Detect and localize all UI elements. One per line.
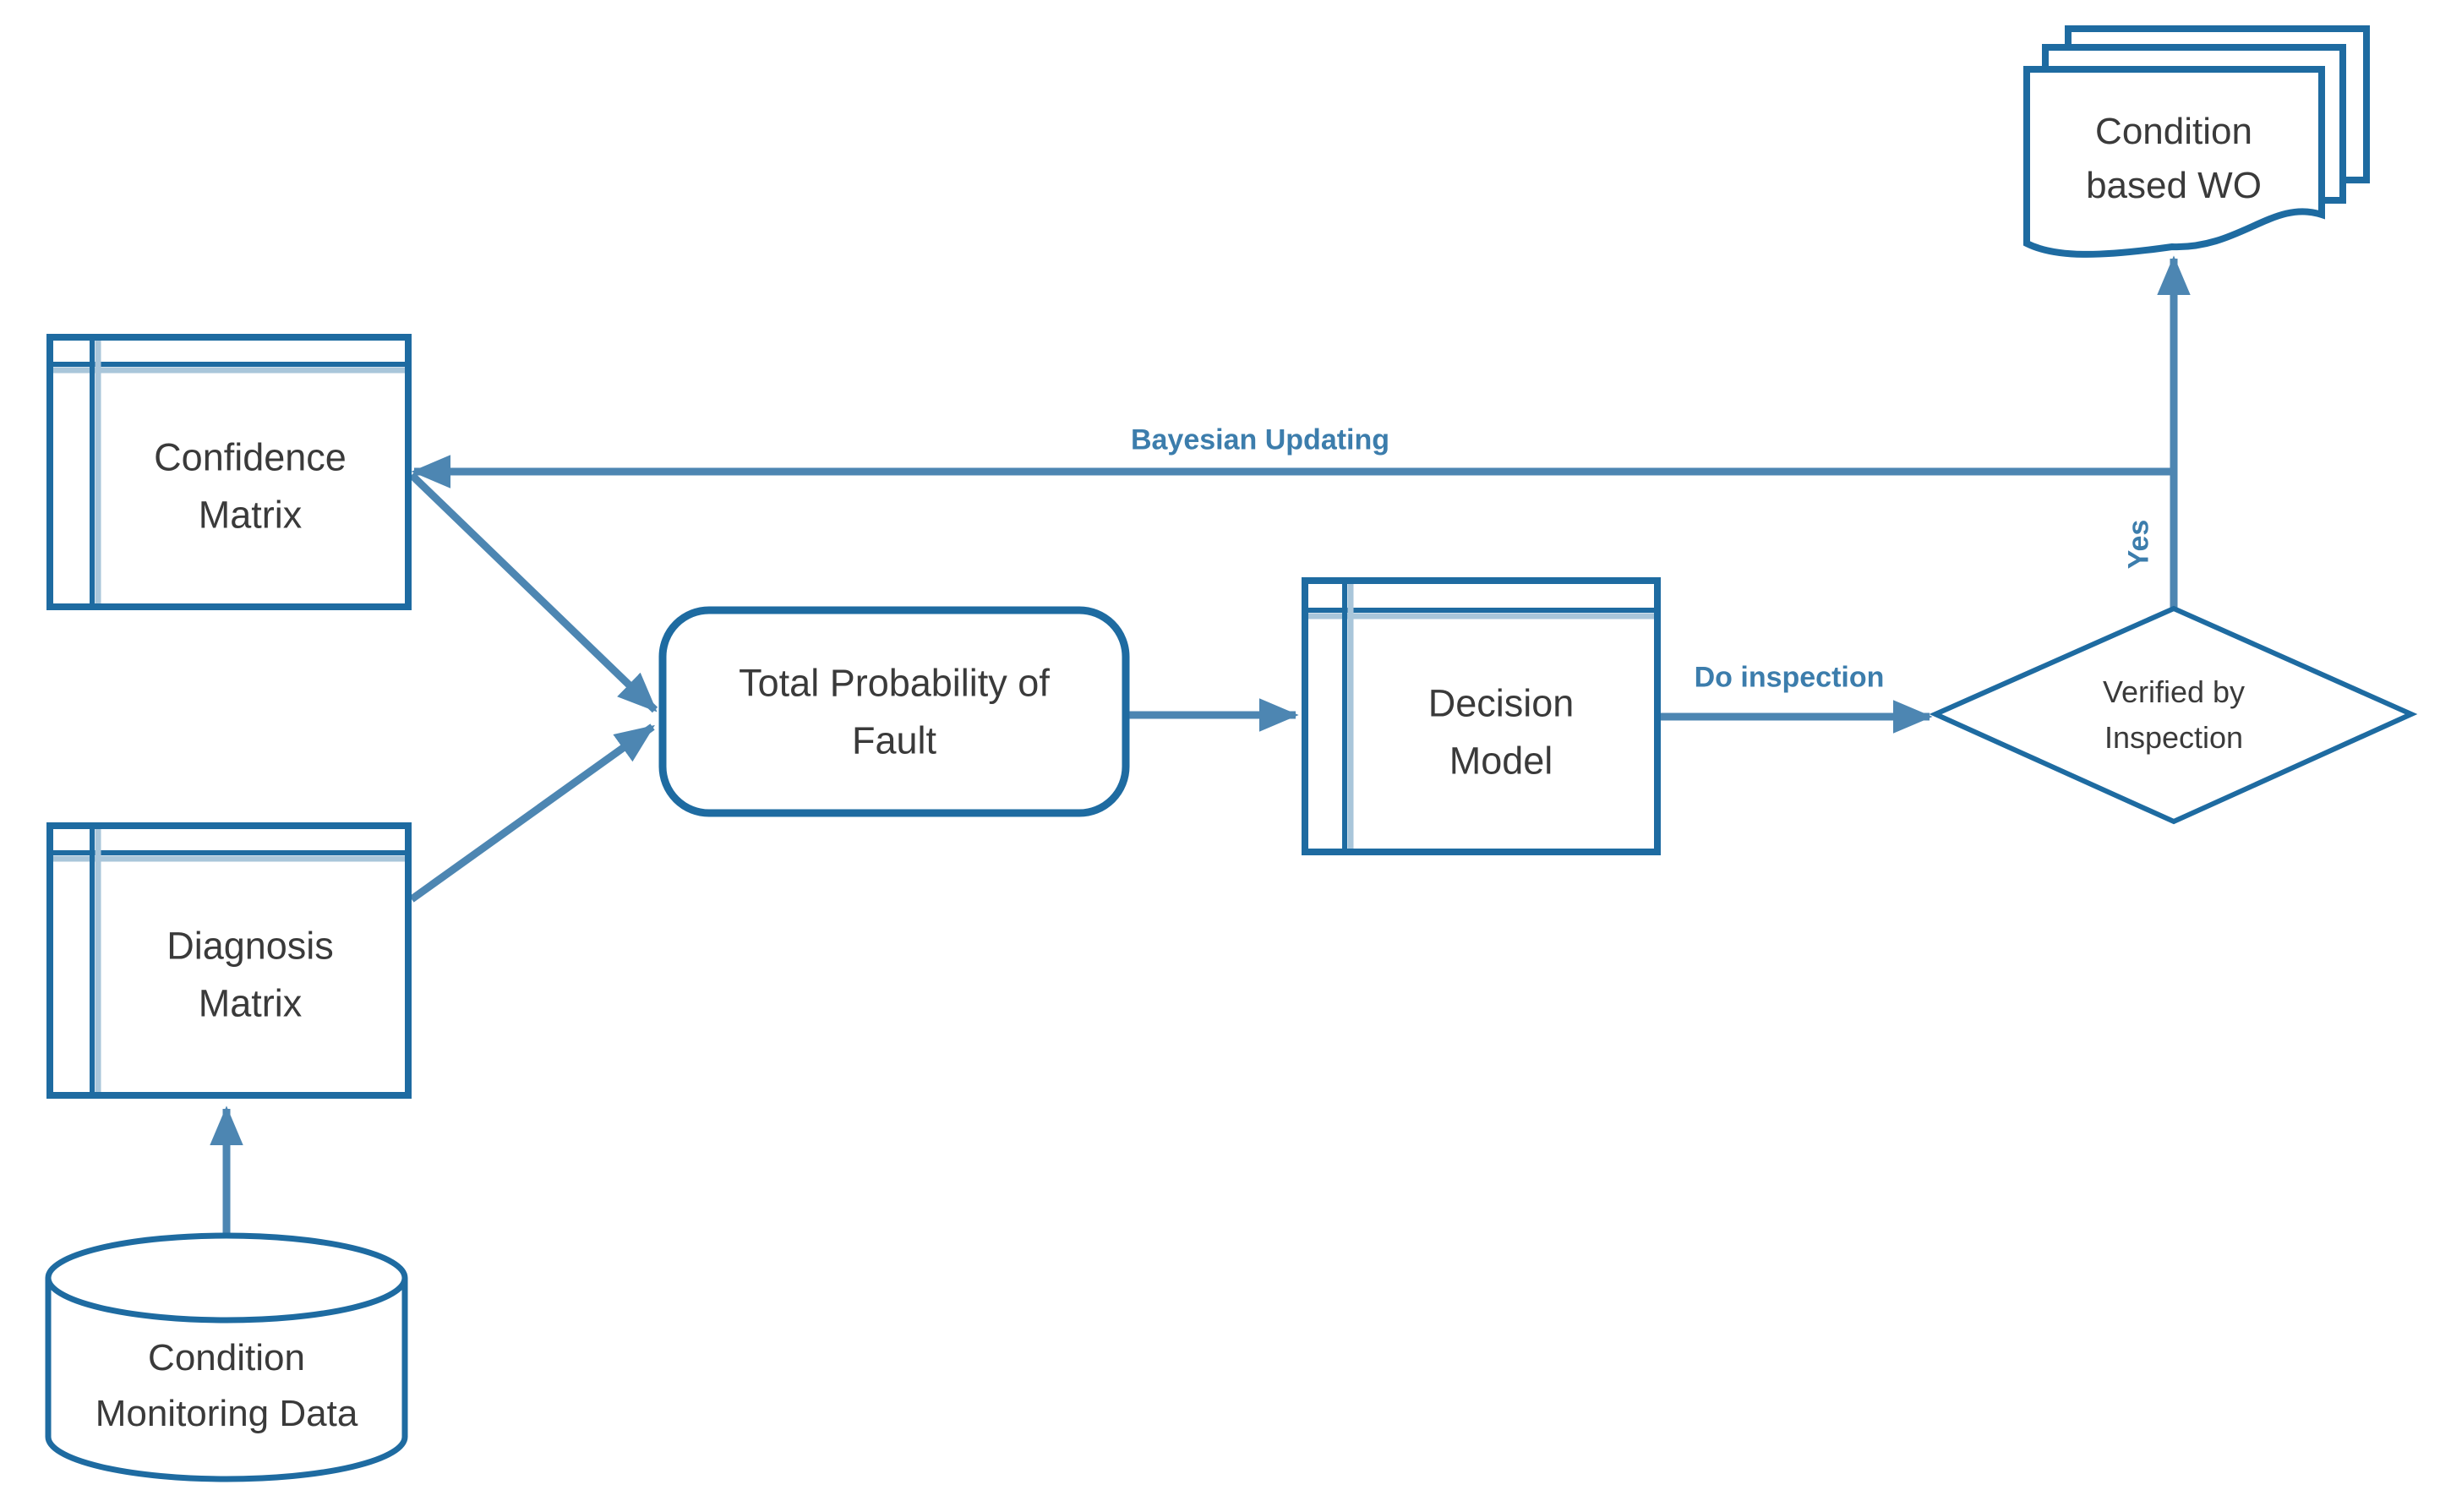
node-confidence-matrix	[46, 334, 412, 610]
label-line: Total Probability of	[739, 661, 1050, 705]
edge-confidence-to-total-probability	[408, 472, 658, 713]
node-condition-based-wo	[2023, 25, 2370, 258]
yes-edge-label: Yes	[2122, 519, 2155, 570]
node-decision-model	[1302, 577, 1661, 855]
total-probability-of-fault-label: Total Probability of Fault	[739, 655, 1050, 769]
label-line: Decision	[1427, 681, 1575, 725]
label-line: Model	[1449, 739, 1553, 782]
label-line: Fault	[851, 718, 937, 761]
node-total-probability-of-fault	[658, 606, 1130, 817]
confidence-matrix-label: Confidence Matrix	[154, 429, 347, 543]
edge-diagnosis-to-total-probability	[409, 723, 655, 903]
label-line: Condition	[2095, 111, 2252, 153]
label-line: based WO	[2086, 165, 2262, 206]
label-line: Matrix	[198, 981, 303, 1024]
label-line: Matrix	[198, 493, 303, 536]
node-verified-by-inspection	[1929, 605, 2418, 825]
do-inspection-edge-label: Do inspection	[1694, 661, 1885, 694]
label-line: Monitoring Data	[95, 1393, 358, 1434]
label-line: Inspection	[2104, 720, 2244, 755]
label-line: Condition	[148, 1337, 305, 1378]
bayesian-updating-edge-label: Bayesian Updating	[1130, 423, 1390, 456]
verified-by-inspection-label: Verified by Inspection	[2103, 669, 2245, 761]
node-condition-monitoring-data	[45, 1232, 408, 1482]
label-line: Diagnosis	[166, 924, 334, 968]
decision-model-label: Decision Model	[1428, 675, 1575, 789]
label-line: Verified by	[2102, 674, 2246, 709]
label-line: Confidence	[154, 435, 347, 479]
condition-monitoring-data-label: Condition Monitoring Data	[96, 1330, 358, 1442]
node-diagnosis-matrix	[46, 822, 412, 1099]
condition-based-wo-label: Condition based WO	[2086, 105, 2262, 213]
diagnosis-matrix-label: Diagnosis Matrix	[166, 918, 334, 1032]
